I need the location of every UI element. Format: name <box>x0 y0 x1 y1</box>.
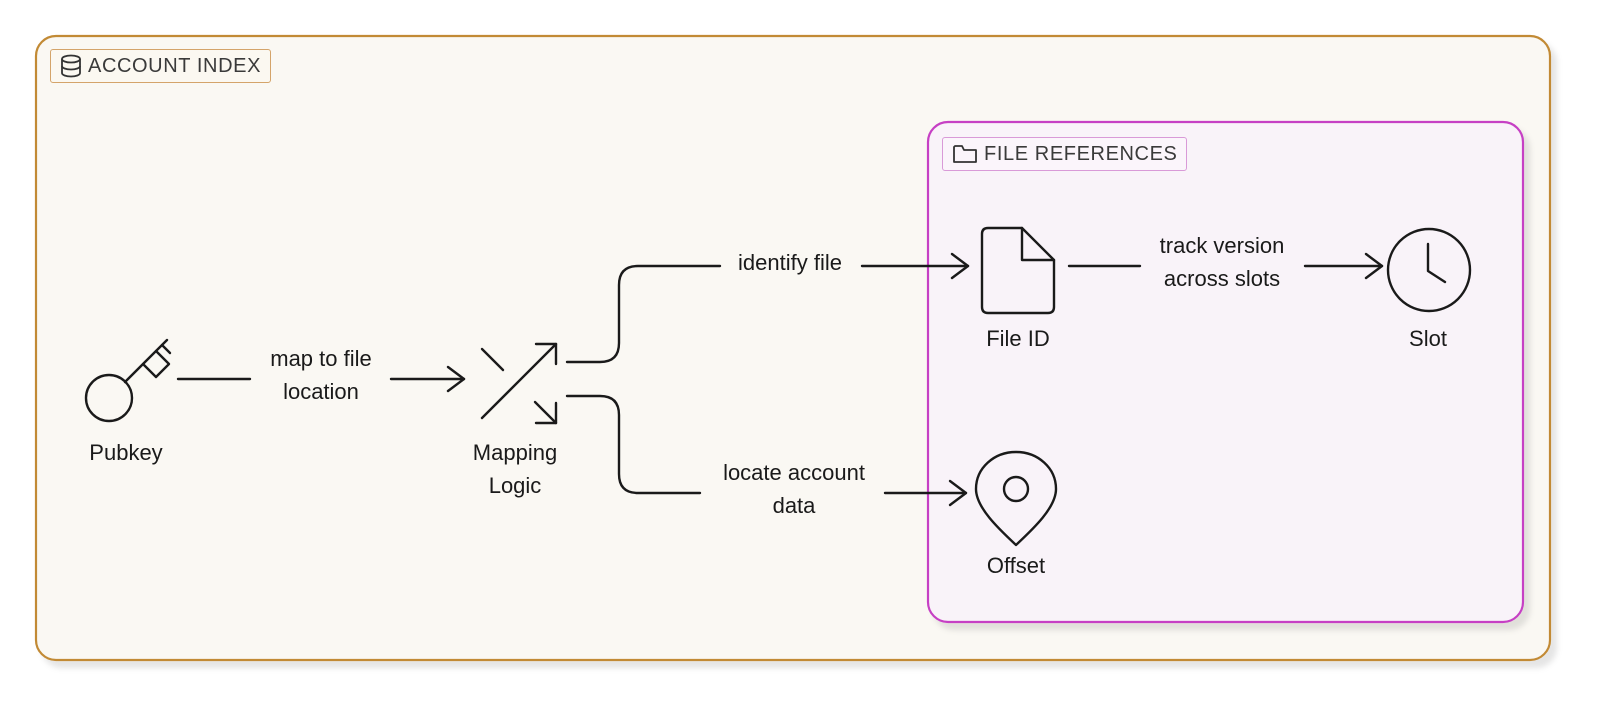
mapping-logic-label: Mapping Logic <box>472 440 558 498</box>
key-icon <box>84 338 172 423</box>
map-pin-icon <box>974 450 1058 547</box>
pubkey-label: Pubkey <box>89 440 163 465</box>
account-index-label: ACCOUNT INDEX <box>50 49 272 83</box>
file-references-title: FILE REFERENCES <box>984 142 1178 165</box>
file-icon <box>980 226 1056 315</box>
edge-mapping-to-offset <box>565 394 968 507</box>
account-index-title: ACCOUNT INDEX <box>88 54 262 77</box>
edge-label-track-version: track version across slots <box>1159 233 1285 291</box>
file-references-label: FILE REFERENCES <box>942 137 1188 171</box>
edge-label-identify-file: identify file <box>738 250 842 275</box>
edge-pubkey-to-mapping <box>176 365 466 393</box>
clock-icon <box>1386 227 1472 313</box>
edge-mapping-to-file-id <box>565 252 970 364</box>
file-id-label: File ID <box>986 326 1050 351</box>
edge-label-locate-account-data: locate account data <box>723 460 865 518</box>
edge-file-id-to-slot <box>1067 252 1384 280</box>
database-icon <box>61 54 81 78</box>
folder-icon <box>953 145 977 163</box>
slot-label: Slot <box>1409 326 1447 351</box>
shuffle-icon <box>480 342 558 425</box>
edge-label-map-to-file: map to file location <box>270 346 372 404</box>
file-references-group <box>926 120 1525 624</box>
offset-label: Offset <box>986 553 1046 578</box>
